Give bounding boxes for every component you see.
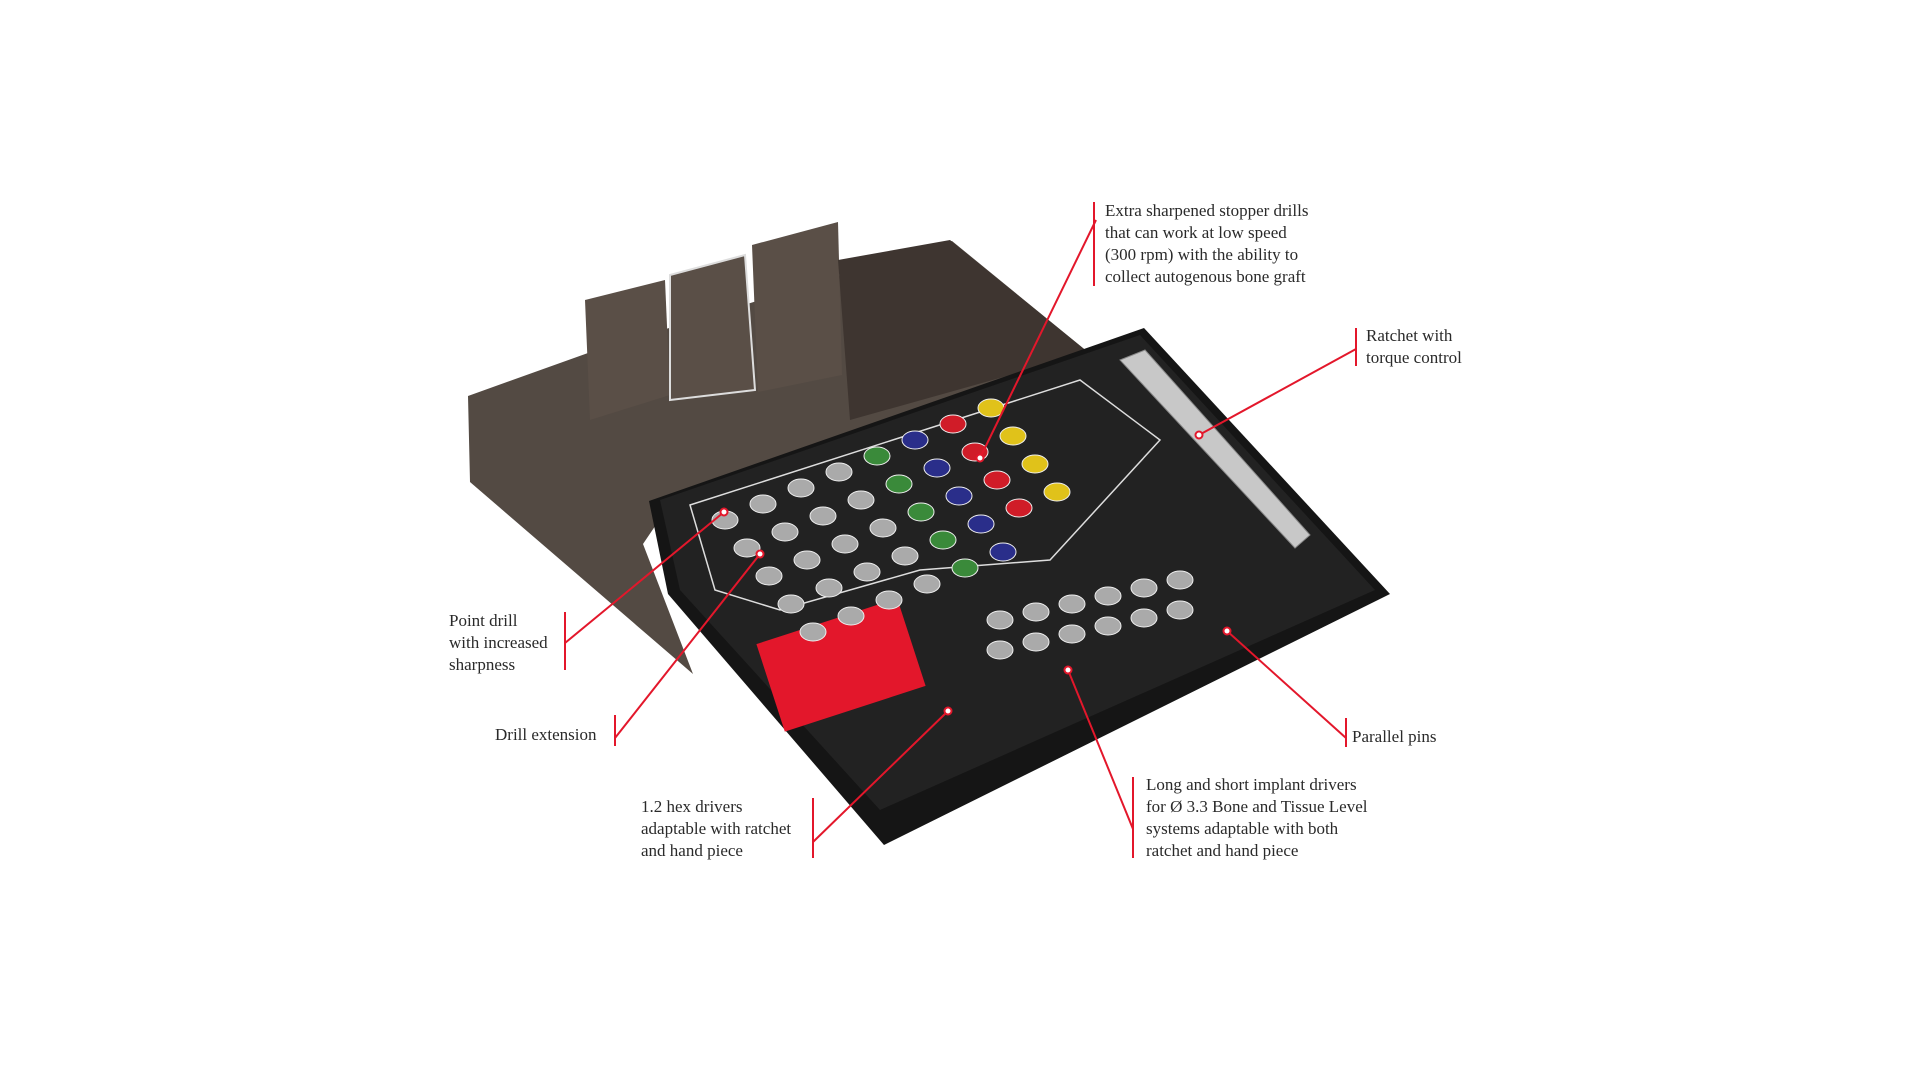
brand-logo: [756, 598, 926, 732]
drill-holder: [799, 622, 827, 642]
tray-inlay-outline: [689, 379, 1162, 611]
callout-ratchet: Ratchet with torque control: [1366, 325, 1462, 369]
driver-holder: [1094, 616, 1122, 636]
ratchet: [1119, 349, 1311, 549]
driver-holder: [1130, 578, 1158, 598]
drill-holder: [977, 398, 1005, 418]
drill-holder: [989, 542, 1017, 562]
callout-line: torque control: [1366, 348, 1462, 367]
callout-drill-extension: Drill extension: [495, 724, 597, 746]
drill-holder: [755, 566, 783, 586]
drill-holder: [907, 502, 935, 522]
drill-holder: [777, 594, 805, 614]
drill-holder: [815, 578, 843, 598]
driver-holder: [1022, 602, 1050, 622]
lid-tab-left: [585, 280, 670, 420]
callout-line: Point drill: [449, 611, 518, 630]
callout-point-drill: Point drill with increased sharpness: [449, 610, 548, 676]
driver-holder: [1130, 608, 1158, 628]
drill-holder: [733, 538, 761, 558]
callout-line: that can work at low speed: [1105, 223, 1287, 242]
drill-holder: [831, 534, 859, 554]
drill-holder: [945, 486, 973, 506]
drill-holder: [771, 522, 799, 542]
lid-back: [838, 240, 1089, 420]
drill-holder: [749, 494, 777, 514]
callout-line: 1.2 hex drivers: [641, 797, 743, 816]
callout-line: adaptable with ratchet: [641, 819, 792, 838]
callout-line: Extra sharpened stopper drills: [1105, 201, 1309, 220]
callout-line: Long and short implant drivers: [1146, 775, 1357, 794]
drill-holder: [939, 414, 967, 434]
lid-tab-right: [752, 222, 842, 392]
callout-lines: [564, 202, 1357, 858]
drill-holder: [837, 606, 865, 626]
callout-implant-drivers: Long and short implant drivers for Ø 3.3…: [1146, 774, 1367, 862]
driver-holder: [1094, 586, 1122, 606]
callout-line: Parallel pins: [1352, 727, 1437, 746]
drill-holder: [809, 506, 837, 526]
drill-holder: [1043, 482, 1071, 502]
drill-holder: [929, 530, 957, 550]
callout-line: (300 rpm) with the ability to: [1105, 245, 1299, 264]
drill-holder: [983, 470, 1011, 490]
drill-holder: [999, 426, 1027, 446]
callout-line: ratchet and hand piece: [1146, 841, 1299, 860]
driver-holder: [986, 640, 1014, 660]
callout-line: Ratchet with: [1366, 326, 1453, 345]
callout-line: for Ø 3.3 Bone and Tissue Level: [1146, 797, 1368, 816]
callout-line: sharpness: [449, 655, 516, 674]
drill-holder: [793, 550, 821, 570]
drill-holder: [891, 546, 919, 566]
callout-line: collect autogenous bone graft: [1105, 267, 1306, 286]
callout-dots: [719, 430, 1232, 716]
drill-holder: [1021, 454, 1049, 474]
driver-holder: [1022, 632, 1050, 652]
drill-holder: [875, 590, 903, 610]
driver-holder: [986, 610, 1014, 630]
drill-holder: [901, 430, 929, 450]
driver-holder: [1166, 600, 1194, 620]
drill-holder: [951, 558, 979, 578]
drill-holder: [1005, 498, 1033, 518]
driver-holder: [1058, 594, 1086, 614]
drill-holder: [923, 458, 951, 478]
drill-holder: [869, 518, 897, 538]
callout-line: systems adaptable with both: [1146, 819, 1339, 838]
drill-holder: [853, 562, 881, 582]
lid-tab-middle: [669, 253, 757, 402]
drill-holder: [825, 462, 853, 482]
callout-line: with increased: [449, 633, 548, 652]
callout-stopper-drills: Extra sharpened stopper drills that can …: [1105, 200, 1308, 288]
driver-holder: [1166, 570, 1194, 590]
drill-holder: [847, 490, 875, 510]
callout-parallel-pins: Parallel pins: [1352, 726, 1437, 748]
driver-holder: [1058, 624, 1086, 644]
drill-holder: [787, 478, 815, 498]
callout-line: and hand piece: [641, 841, 743, 860]
drill-holder: [913, 574, 941, 594]
callout-hex-drivers: 1.2 hex drivers adaptable with ratchet a…: [641, 796, 791, 862]
drill-holder: [863, 446, 891, 466]
drill-holder: [885, 474, 913, 494]
callout-line: Drill extension: [495, 725, 597, 744]
drill-holder: [967, 514, 995, 534]
